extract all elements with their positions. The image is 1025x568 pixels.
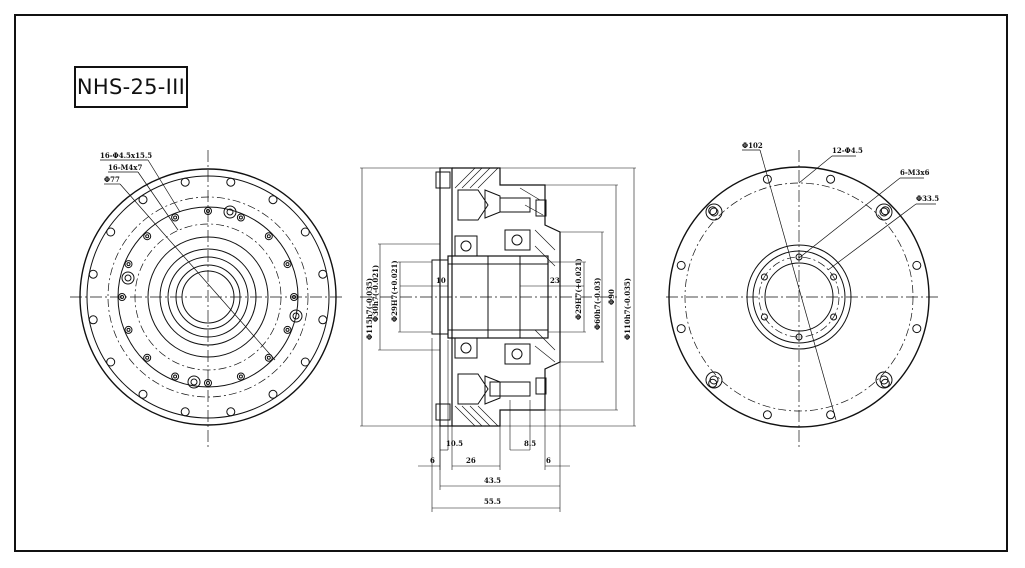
bolt-hole-icon — [268, 389, 278, 399]
bolt-hole-icon — [124, 260, 133, 269]
model-label: NHS-25-III — [74, 66, 188, 108]
dim-55-5: 55.5 — [484, 497, 501, 506]
dim-hub-diameter: Φ60h7(-0.03) — [593, 278, 602, 330]
bolt-hole-icon — [300, 227, 310, 237]
dim-outer-diameter: Φ115h7(-0.035) — [365, 278, 374, 340]
dim-bore-left: Φ29H7(+0.021) — [390, 260, 399, 322]
right-label-threads: 6-M3x6 — [900, 168, 930, 177]
dim-phi90: Φ90 — [607, 289, 616, 305]
dim-26: 26 — [466, 456, 476, 465]
left-label-threads: 16-M4x7 — [108, 163, 142, 172]
bolt-hole-icon — [118, 293, 126, 301]
bolt-hole-inner-icon — [206, 209, 210, 213]
bolt-hole-inner-icon — [145, 234, 150, 239]
bolt-hole-inner-icon — [206, 381, 210, 385]
bolt-hole-inner-icon — [266, 234, 271, 239]
bolt-hole-inner-icon — [285, 262, 290, 267]
bolt-hole-icon — [264, 353, 273, 362]
bolt-hole-icon — [268, 195, 278, 205]
dim-10-5: 10.5 — [446, 439, 463, 448]
bolt-hole-icon — [138, 195, 148, 205]
bolt-hole-icon — [226, 407, 236, 417]
right-label-diameter: Φ102 — [742, 141, 763, 150]
dim-8-5: 8.5 — [524, 439, 536, 448]
bolt-hole-icon — [762, 410, 772, 420]
bolt-hole-icon — [795, 333, 803, 341]
dim-6-right: 6 — [546, 456, 551, 465]
dim-flange-diameter: Φ30h7(-0.021) — [371, 265, 380, 322]
bolt-hole-inner-icon — [285, 327, 290, 332]
bolt-hole-inner-icon — [238, 215, 243, 220]
right-label-inner-diameter: Φ33.5 — [916, 194, 939, 203]
bolt-hole-icon — [138, 389, 148, 399]
left-label-holes: 16-Φ4.5x15.5 — [100, 151, 152, 160]
left-front-view — [70, 150, 342, 448]
bolt-hole-icon — [143, 353, 152, 362]
dim-right-outer: Φ110h7(-0.035) — [623, 278, 632, 340]
dim-bore-right: Φ29H7(+0.021) — [574, 258, 583, 320]
bolt-hole-inner-icon — [292, 295, 296, 299]
bolt-hole-icon — [180, 407, 190, 417]
bolt-hole-icon — [760, 313, 768, 321]
bolt-hole-icon — [88, 269, 98, 279]
bolt-hole-icon — [912, 324, 922, 334]
bolt-hole-icon — [283, 260, 292, 269]
bolt-hole-icon — [226, 177, 236, 187]
bolt-hole-icon — [676, 324, 686, 334]
bolt-hole-icon — [236, 213, 245, 222]
bolt-hole-icon — [290, 293, 298, 301]
bolt-hole-inner-icon — [266, 355, 271, 360]
dim-43-5: 43.5 — [484, 476, 501, 485]
bolt-hole-inner-icon — [173, 374, 178, 379]
drawing-frame — [14, 14, 1008, 552]
left-label-diameter: Φ77 — [104, 175, 120, 184]
bolt-hole-icon — [880, 206, 890, 216]
bolt-hole-inner-icon — [126, 262, 131, 267]
bolt-hole-icon — [283, 325, 292, 334]
bolt-hole-icon — [760, 273, 768, 281]
bolt-hole-icon — [204, 379, 212, 387]
bolt-hole-icon — [264, 232, 273, 241]
bolt-hole-icon — [171, 372, 180, 381]
bolt-hole-inner-icon — [238, 374, 243, 379]
bolt-hole-icon — [318, 269, 328, 279]
bolt-hole-icon — [204, 207, 212, 215]
dim-6-left: 6 — [430, 456, 435, 465]
bolt-hole-icon — [795, 253, 803, 261]
bolt-hole-inner-icon — [126, 327, 131, 332]
bolt-hole-icon — [708, 206, 718, 216]
bolt-hole-icon — [180, 177, 190, 187]
right-rear-view — [666, 149, 940, 448]
bolt-hole-icon — [300, 357, 310, 367]
bolt-hole-icon — [676, 260, 686, 270]
bolt-hole-inner-icon — [173, 215, 178, 220]
bolt-hole-inner-icon — [120, 295, 124, 299]
bolt-hole-inner-icon — [145, 355, 150, 360]
bolt-hole-icon — [830, 273, 838, 281]
bolt-hole-icon — [912, 260, 922, 270]
bolt-hole-icon — [143, 232, 152, 241]
bolt-hole-icon — [171, 213, 180, 222]
bolt-hole-icon — [826, 174, 836, 184]
bolt-hole-icon — [88, 315, 98, 325]
dim-inner-23: 23 — [550, 276, 560, 285]
right-label-holes: 12-Φ4.5 — [832, 146, 863, 155]
section-view — [360, 167, 636, 512]
dim-inner-10: 10 — [436, 276, 446, 285]
bolt-hole-icon — [106, 357, 116, 367]
bolt-hole-icon — [106, 227, 116, 237]
bolt-hole-icon — [318, 315, 328, 325]
bolt-hole-icon — [236, 372, 245, 381]
bolt-hole-icon — [124, 325, 133, 334]
bolt-hole-icon — [830, 313, 838, 321]
